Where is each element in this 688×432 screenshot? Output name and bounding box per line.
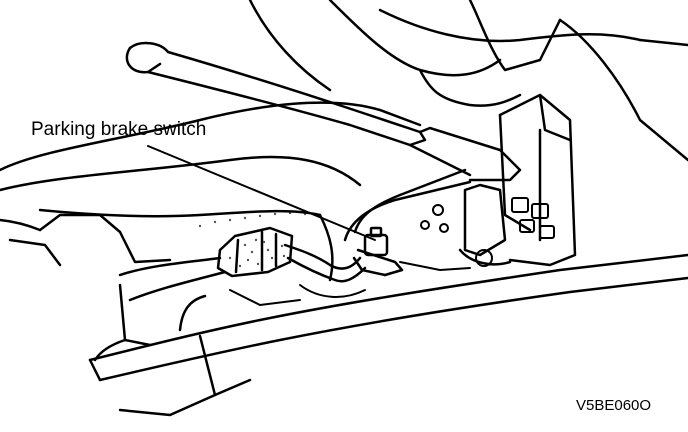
harness-connector bbox=[216, 226, 294, 278]
brake-rod bbox=[343, 168, 472, 242]
parking-brake-switch-label: Parking brake switch bbox=[31, 119, 207, 140]
bracket-bolts bbox=[420, 197, 555, 267]
mounting-bracket bbox=[458, 93, 577, 267]
figure-code: V5BE060O bbox=[576, 397, 652, 414]
floor-panel bbox=[0, 208, 334, 282]
wiring-harness bbox=[118, 243, 367, 302]
tunnel-detail bbox=[229, 261, 471, 306]
callout-leader-line bbox=[147, 145, 376, 241]
parking-brake-lever bbox=[125, 41, 522, 182]
lower-trim bbox=[88, 253, 688, 417]
upper-housing bbox=[0, 0, 688, 192]
